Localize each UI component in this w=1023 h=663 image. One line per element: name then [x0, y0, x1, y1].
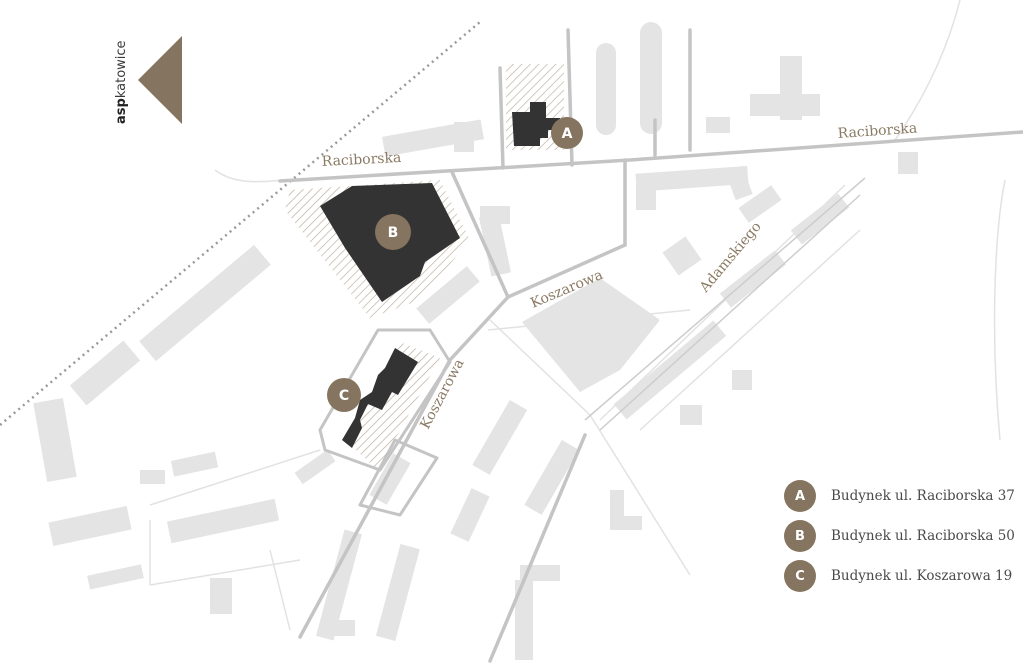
- street-label-raciborska-east: Raciborska: [837, 120, 918, 142]
- legend-item-c[interactable]: C Budynek ul. Koszarowa 19: [784, 556, 1015, 596]
- building-a: [512, 102, 560, 146]
- marker-b[interactable]: B: [375, 214, 411, 250]
- marker-a[interactable]: A: [551, 117, 583, 149]
- railway-line: [0, 21, 481, 426]
- road-outlines: [318, 328, 452, 517]
- legend-label-a: Budynek ul. Raciborska 37: [831, 488, 1015, 504]
- street-label-raciborska-west: Raciborska: [321, 150, 401, 170]
- legend-badge-a: A: [784, 480, 816, 512]
- marker-b-letter: B: [388, 225, 399, 241]
- legend: A Budynek ul. Raciborska 37 B Budynek ul…: [784, 476, 1015, 596]
- legend-item-a[interactable]: A Budynek ul. Raciborska 37: [784, 476, 1015, 516]
- legend-badge-b: B: [784, 520, 816, 552]
- legend-label-c: Budynek ul. Koszarowa 19: [831, 568, 1013, 584]
- site-c-hatch: [345, 342, 440, 470]
- marker-c[interactable]: C: [327, 378, 361, 412]
- minor-roads: [584, 177, 866, 431]
- marker-c-letter: C: [339, 388, 349, 404]
- building-c: [342, 348, 418, 448]
- surrounding-buildings: [33, 22, 918, 660]
- legend-item-b[interactable]: B Budynek ul. Raciborska 50: [784, 516, 1015, 556]
- marker-a-letter: A: [562, 126, 573, 142]
- asp-logo-triangle-icon: [138, 36, 182, 124]
- legend-label-b: Budynek ul. Raciborska 50: [831, 528, 1015, 544]
- legend-badge-c: C: [784, 560, 816, 592]
- footpaths: [149, 0, 1006, 631]
- asp-logo-wordmark: aspkatowice: [114, 40, 129, 124]
